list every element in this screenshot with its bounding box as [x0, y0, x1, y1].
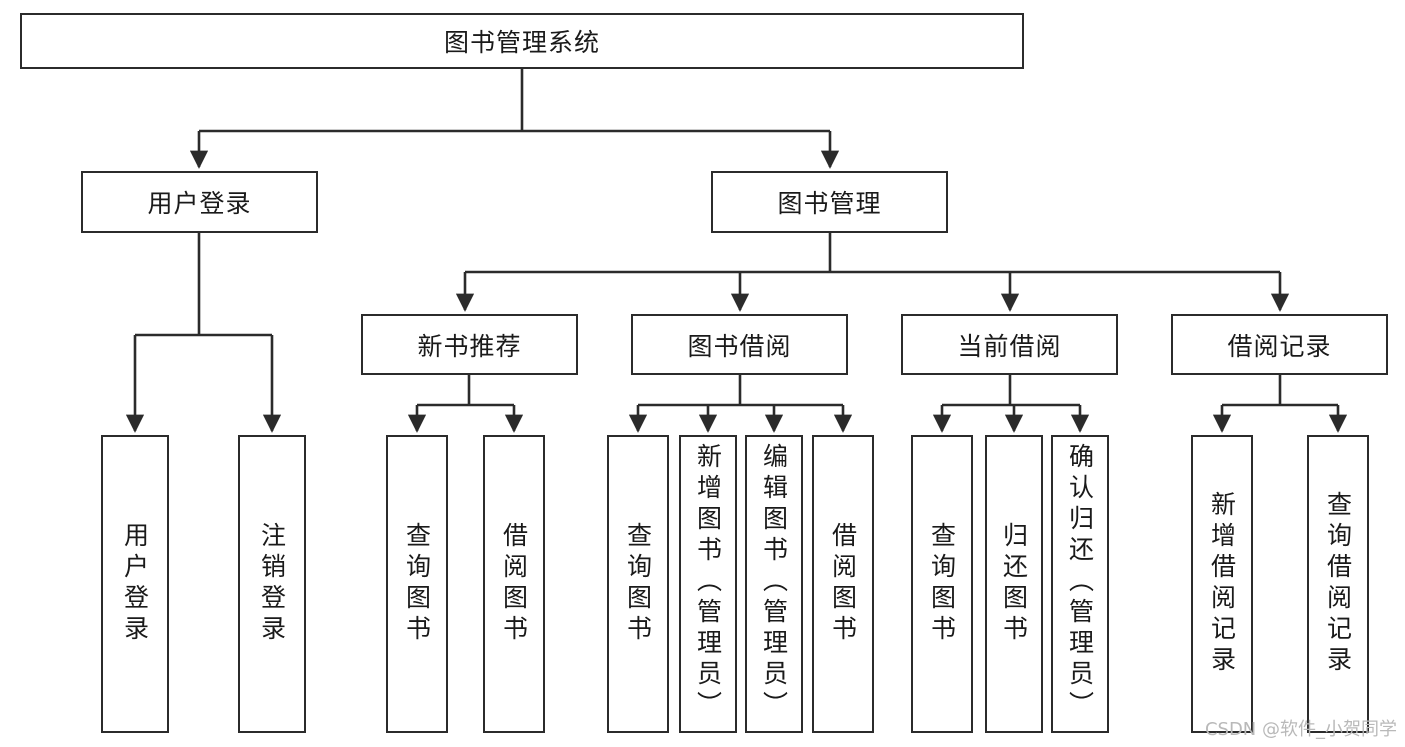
node-leaf-add-book[interactable]: 新增图书（管理员） — [679, 435, 737, 733]
node-book-manage-label: 图书管理 — [777, 189, 882, 218]
node-leaf-return-book-label: 归还图书 — [999, 522, 1029, 646]
node-leaf-query-book-2-label: 查询图书 — [623, 522, 653, 646]
node-root-label: 图书管理系统 — [443, 28, 600, 57]
node-leaf-add-book-label: 新增图书（管理员） — [693, 443, 723, 722]
node-leaf-borrow-book-1[interactable]: 借阅图书 — [483, 435, 545, 733]
node-book-manage[interactable]: 图书管理 — [711, 171, 948, 233]
node-new-book-recommend[interactable]: 新书推荐 — [361, 314, 578, 375]
node-borrow-record-label: 借阅记录 — [1227, 331, 1332, 361]
node-leaf-logout[interactable]: 注销登录 — [238, 435, 306, 733]
node-leaf-user-login-label: 用户登录 — [120, 522, 150, 646]
node-current-borrow-label: 当前借阅 — [957, 331, 1062, 361]
node-leaf-logout-label: 注销登录 — [257, 522, 287, 646]
node-borrow-record[interactable]: 借阅记录 — [1171, 314, 1388, 375]
node-leaf-query-record-label: 查询借阅记录 — [1323, 491, 1353, 677]
node-new-book-recommend-label: 新书推荐 — [417, 331, 522, 361]
node-leaf-confirm-return[interactable]: 确认归还（管理员） — [1051, 435, 1109, 733]
node-root[interactable]: 图书管理系统 — [20, 13, 1024, 69]
node-leaf-edit-book-label: 编辑图书（管理员） — [759, 443, 789, 722]
node-user-login[interactable]: 用户登录 — [81, 171, 318, 233]
node-leaf-confirm-return-label: 确认归还（管理员） — [1065, 443, 1095, 722]
node-leaf-add-record-label: 新增借阅记录 — [1207, 491, 1237, 677]
node-book-borrow[interactable]: 图书借阅 — [631, 314, 848, 375]
node-leaf-borrow-book-1-label: 借阅图书 — [499, 522, 529, 646]
node-leaf-edit-book[interactable]: 编辑图书（管理员） — [745, 435, 803, 733]
node-leaf-query-book-2[interactable]: 查询图书 — [607, 435, 669, 733]
node-current-borrow[interactable]: 当前借阅 — [901, 314, 1118, 375]
node-leaf-query-book-1-label: 查询图书 — [402, 522, 432, 646]
node-book-borrow-label: 图书借阅 — [687, 331, 792, 361]
node-leaf-query-record[interactable]: 查询借阅记录 — [1307, 435, 1369, 733]
node-leaf-user-login[interactable]: 用户登录 — [101, 435, 169, 733]
node-leaf-borrow-book-2-label: 借阅图书 — [828, 522, 858, 646]
node-leaf-add-record[interactable]: 新增借阅记录 — [1191, 435, 1253, 733]
node-leaf-query-book-3[interactable]: 查询图书 — [911, 435, 973, 733]
node-leaf-query-book-1[interactable]: 查询图书 — [386, 435, 448, 733]
node-leaf-return-book[interactable]: 归还图书 — [985, 435, 1043, 733]
node-leaf-query-book-3-label: 查询图书 — [927, 522, 957, 646]
node-user-login-label: 用户登录 — [147, 189, 252, 218]
node-leaf-borrow-book-2[interactable]: 借阅图书 — [812, 435, 874, 733]
